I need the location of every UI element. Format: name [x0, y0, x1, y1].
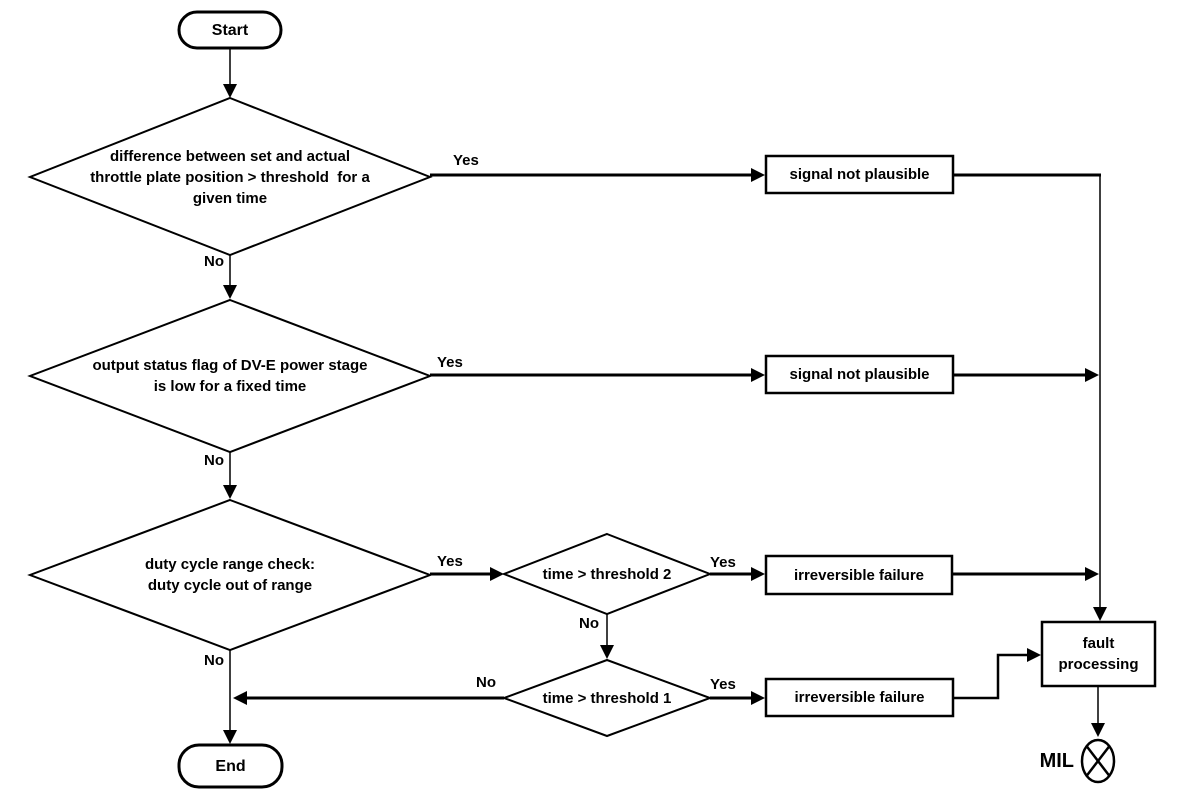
arrowhead: [223, 485, 237, 499]
mil-lamp-cross-line: [1085, 745, 1111, 777]
node-shapes: [27, 10, 1157, 789]
edge-label-threshold1-no: No: [476, 674, 496, 691]
decision-throttle-shape: [27, 96, 433, 257]
edge-label-throttle-yes: Yes: [453, 152, 479, 169]
arrowhead: [223, 84, 237, 98]
irreversible-failure-1-shape: [764, 554, 954, 596]
edge-label-power-stage-yes: Yes: [437, 354, 463, 371]
mil-lamp-icon: [1080, 738, 1116, 784]
edge-label-threshold1-yes: Yes: [710, 676, 736, 693]
arrowheads: [223, 84, 1107, 744]
irreversible-failure-2-label: irreversible failure: [794, 689, 925, 706]
arrowhead: [1085, 567, 1099, 581]
signal-not-plausible-2-shape: [764, 354, 955, 395]
decision-duty-cycle-label: duty cycle range check: duty cycle out o…: [144, 556, 316, 594]
decision-throttle-label: difference between set and actual thrott…: [90, 148, 370, 207]
arrowhead: [223, 730, 237, 744]
irreversible-failure-1-label: irreversible failure: [793, 566, 925, 584]
signal-not-plausible-2-label: signal not plausible: [789, 366, 930, 383]
edge-label-duty-cycle-yes: Yes: [437, 553, 463, 570]
decision-threshold2-shape: [501, 532, 713, 616]
start-node-shape: [177, 10, 283, 50]
decision-power-stage-shape: [27, 298, 433, 454]
start-label: Start: [211, 21, 249, 39]
arrowhead: [1093, 607, 1107, 621]
arrowhead: [1091, 723, 1105, 737]
fault-processing-shape: [1040, 620, 1157, 688]
edge-label-power-stage-no: No: [204, 452, 224, 469]
edge-label-threshold2-yes: Yes: [710, 554, 736, 571]
decision-threshold1-label: time > threshold 1: [542, 689, 672, 707]
signal-not-plausible-1-shape: [764, 154, 955, 195]
fault-processing-label: fault processing: [1058, 635, 1139, 673]
decision-threshold2-label: time > threshold 2: [542, 565, 672, 583]
irreversible-failure-2-shape: [764, 677, 955, 718]
arrowhead: [751, 567, 765, 581]
arrowhead: [1085, 368, 1099, 382]
end-node-shape: [177, 743, 284, 789]
end-label: End: [215, 757, 246, 775]
decision-threshold1-shape: [501, 658, 713, 738]
arrowhead: [600, 645, 614, 659]
edges: [229, 48, 1101, 731]
arrowhead: [490, 567, 504, 581]
mil-label: MIL: [1039, 749, 1074, 772]
edge-failure2-to-fault-processing: [953, 653, 1028, 700]
edge-label-threshold2-no: No: [579, 615, 599, 632]
edge-label-duty-cycle-no: No: [204, 652, 224, 669]
mil-lamp-circle: [1080, 738, 1116, 784]
decision-duty-cycle-shape: [27, 498, 433, 652]
arrowhead: [1027, 648, 1041, 662]
arrowhead: [751, 168, 765, 182]
arrowhead: [751, 691, 765, 705]
arrowhead: [751, 368, 765, 382]
edge-label-throttle-no: No: [204, 253, 224, 270]
arrowhead: [233, 691, 247, 705]
arrowhead: [223, 285, 237, 299]
signal-not-plausible-1-label: signal not plausible: [789, 166, 930, 183]
decision-power-stage-label: output status flag of DV-E power stage i…: [92, 357, 368, 395]
